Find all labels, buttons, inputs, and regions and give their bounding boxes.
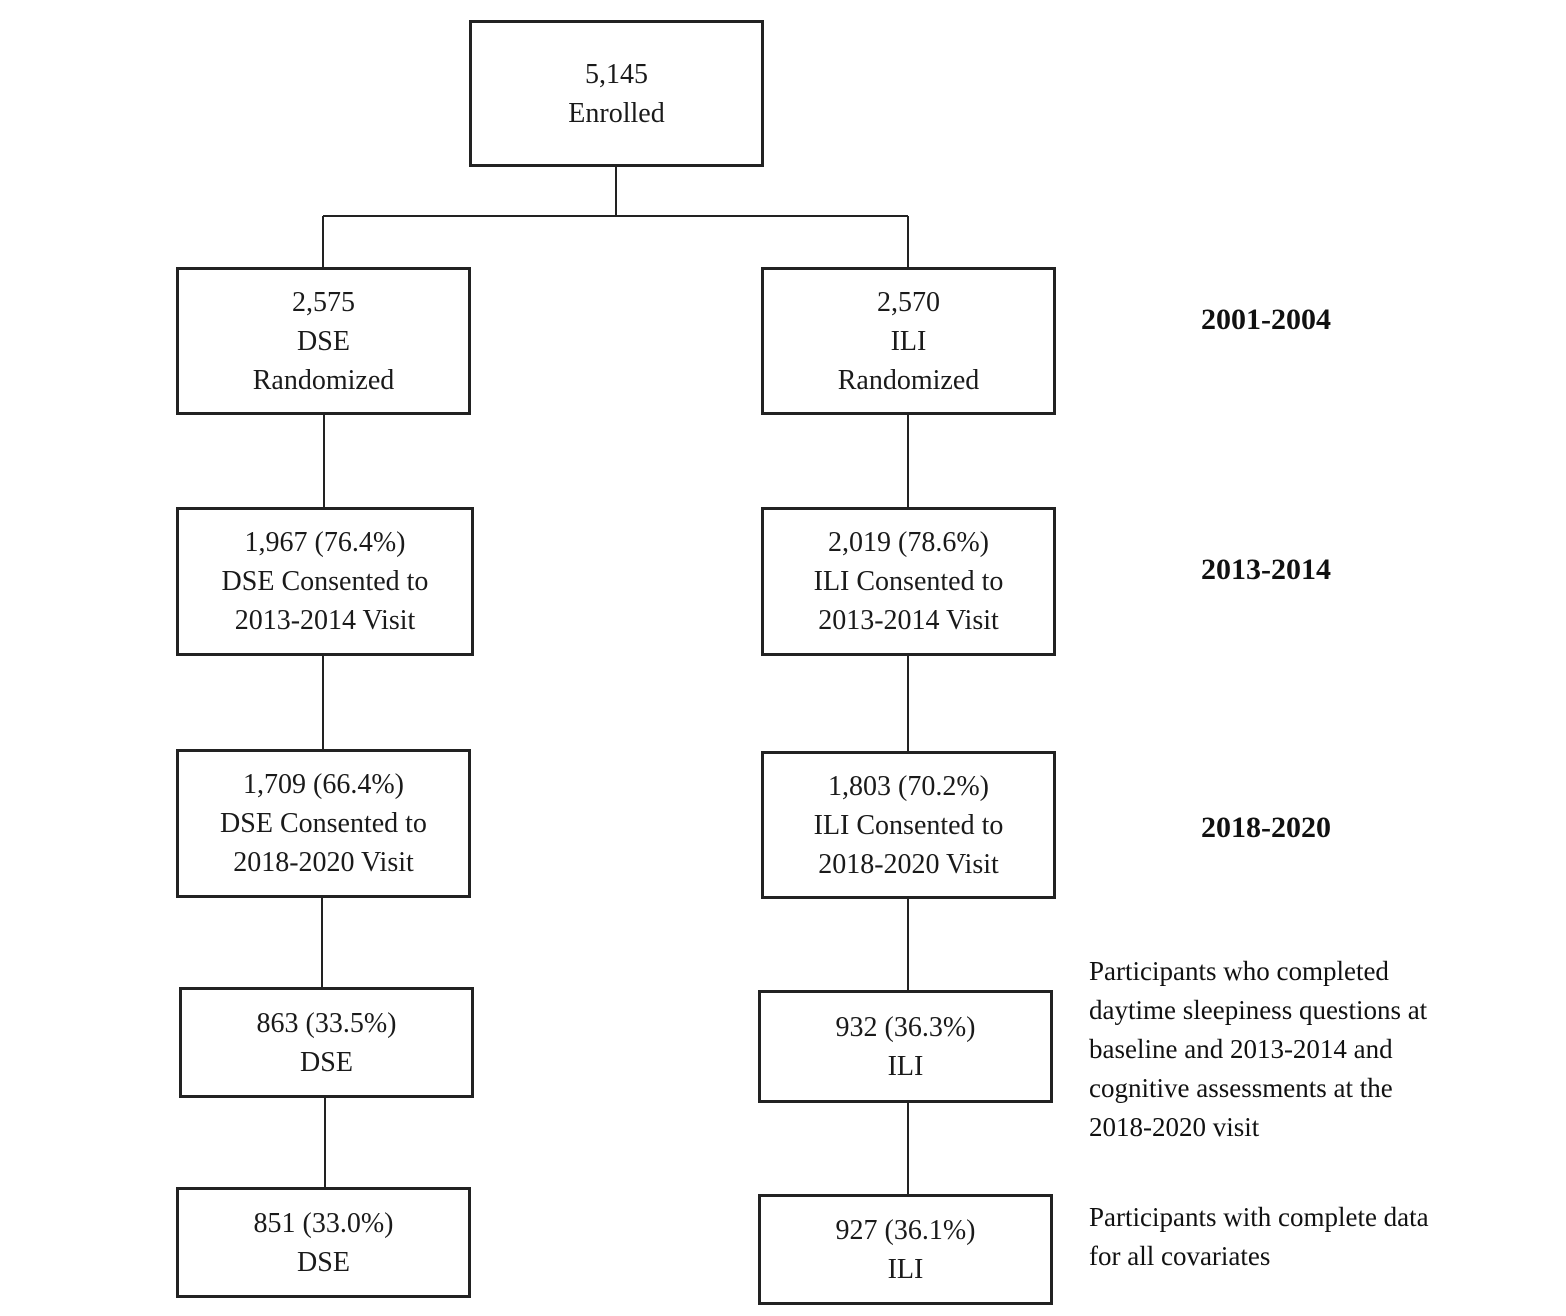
dse-consent-2013-count: 1,967 (76.4%) bbox=[244, 527, 406, 558]
note-covariates-line: Participants with complete data bbox=[1089, 1202, 1429, 1232]
note-covariates-line: for all covariates bbox=[1089, 1241, 1271, 1271]
ili-consent-2013-line3: 2013-2014 Visit bbox=[818, 605, 999, 636]
dse-randomized-count: 2,575 bbox=[292, 286, 355, 318]
note-completed-assessments: Participants who completed daytime sleep… bbox=[1089, 952, 1427, 1147]
note-completed-line: baseline and 2013-2014 and bbox=[1089, 1034, 1393, 1064]
dse-randomized-box: 2,575 DSE Randomized bbox=[176, 267, 471, 415]
ili-consent-2018-line2: ILI Consented to bbox=[813, 809, 1004, 841]
note-completed-line: daytime sleepiness questions at bbox=[1089, 995, 1428, 1025]
dse-randomized-group: DSE bbox=[297, 325, 350, 357]
ili-randomized-group: ILI bbox=[890, 325, 927, 357]
ili-consent-2013-box: 2,019 (78.6%) ILI Consented to 2013-2014… bbox=[761, 507, 1056, 656]
ili-randomized-box: 2,570 ILI Randomized bbox=[761, 267, 1056, 415]
dse-completed-group: DSE bbox=[300, 1046, 353, 1078]
ili-consent-2013-line2: ILI Consented to bbox=[813, 566, 1004, 597]
dse-covariates-box: 851 (33.0%) DSE bbox=[176, 1187, 471, 1298]
enrolled-label: Enrolled bbox=[568, 97, 665, 129]
enrolled-box: 5,145 Enrolled bbox=[469, 20, 764, 167]
ili-consent-2013-count: 2,019 (78.6%) bbox=[828, 527, 989, 558]
dse-consent-2018-box: 1,709 (66.4%) DSE Consented to 2018-2020… bbox=[176, 749, 471, 898]
period-label-2018-2020: 2018-2020 bbox=[1201, 811, 1331, 844]
dse-randomized-label: Randomized bbox=[252, 364, 395, 396]
dse-consent-2018-line3: 2018-2020 Visit bbox=[233, 847, 414, 878]
ili-completed-count: 932 (36.3%) bbox=[835, 1011, 976, 1043]
period-label-2001-2004: 2001-2004 bbox=[1201, 303, 1331, 336]
ili-completed-box: 932 (36.3%) ILI bbox=[758, 990, 1053, 1103]
dse-consent-2013-box: 1,967 (76.4%) DSE Consented to 2013-2014… bbox=[176, 507, 474, 656]
ili-covariates-group: ILI bbox=[887, 1253, 924, 1285]
ili-consent-2018-count: 1,803 (70.2%) bbox=[828, 770, 989, 802]
ili-consent-2018-box: 1,803 (70.2%) ILI Consented to 2018-2020… bbox=[761, 751, 1056, 899]
note-complete-covariates: Participants with complete data for all … bbox=[1089, 1198, 1429, 1276]
dse-consent-2013-line2: DSE Consented to bbox=[221, 566, 429, 597]
dse-consent-2018-line2: DSE Consented to bbox=[220, 808, 427, 839]
period-label-2013-2014: 2013-2014 bbox=[1201, 553, 1331, 586]
ili-randomized-count: 2,570 bbox=[877, 286, 940, 318]
dse-completed-count: 863 (33.5%) bbox=[256, 1007, 397, 1039]
dse-covariates-group: DSE bbox=[297, 1246, 350, 1278]
ili-randomized-label: Randomized bbox=[837, 364, 980, 396]
note-completed-line: Participants who completed bbox=[1089, 956, 1389, 986]
dse-consent-2018-count: 1,709 (66.4%) bbox=[243, 769, 404, 800]
ili-completed-group: ILI bbox=[887, 1050, 924, 1082]
enrolled-count: 5,145 bbox=[585, 58, 648, 90]
note-completed-line: cognitive assessments at the bbox=[1089, 1073, 1393, 1103]
note-completed-line: 2018-2020 visit bbox=[1089, 1112, 1260, 1142]
ili-consent-2018-line3: 2018-2020 Visit bbox=[818, 848, 999, 880]
dse-completed-box: 863 (33.5%) DSE bbox=[179, 987, 474, 1098]
ili-covariates-box: 927 (36.1%) ILI bbox=[758, 1194, 1053, 1305]
dse-consent-2013-line3: 2013-2014 Visit bbox=[234, 605, 416, 636]
ili-covariates-count: 927 (36.1%) bbox=[835, 1214, 976, 1246]
dse-covariates-count: 851 (33.0%) bbox=[253, 1207, 394, 1239]
